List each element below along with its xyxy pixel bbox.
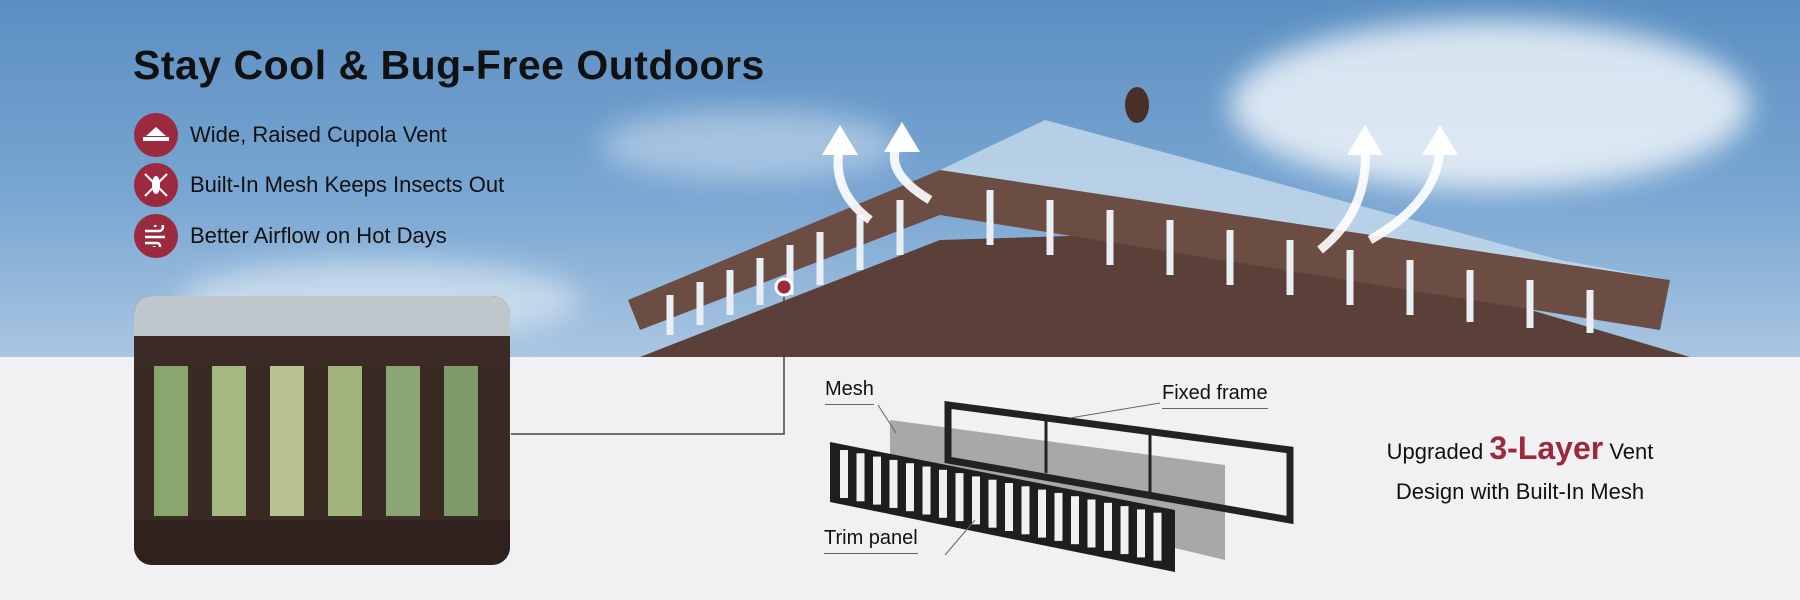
- trim-panel: [830, 442, 1175, 572]
- trim-slot: [889, 459, 898, 508]
- trim-slot: [922, 466, 931, 515]
- fixed-frame-label: Fixed frame: [1162, 382, 1268, 409]
- connector-line: [511, 287, 785, 435]
- tagline-prefix: Upgraded: [1386, 439, 1484, 464]
- tagline: Upgraded 3-Layer Vent Design with Built-…: [1330, 428, 1710, 512]
- airflow-icon: [134, 214, 178, 258]
- trim-slot: [1087, 499, 1096, 548]
- trim-slot: [906, 463, 914, 512]
- trim-slot: [1038, 489, 1046, 538]
- trim-slot: [1071, 496, 1079, 545]
- tagline-suffix: Vent: [1609, 439, 1654, 464]
- feature-item: Better Airflow on Hot Days: [134, 214, 447, 258]
- trim-slot: [1104, 502, 1112, 551]
- tagline-line2: Design with Built-In Mesh: [1395, 479, 1645, 504]
- trim-slot: [939, 469, 947, 518]
- fixed-frame: [944, 401, 1294, 525]
- mosquito-icon: [134, 163, 178, 207]
- feature-item: Wide, Raised Cupola Vent: [134, 113, 447, 157]
- tagline-highlight: 3-Layer: [1489, 430, 1604, 466]
- trim-slot: [1021, 486, 1030, 535]
- trim-slot: [840, 450, 848, 498]
- trim-panel-label: Trim panel: [824, 527, 918, 554]
- callout-dot: [774, 277, 794, 297]
- feature-label: Wide, Raised Cupola Vent: [190, 122, 447, 147]
- feature-item: Built-In Mesh Keeps Insects Out: [134, 163, 504, 207]
- trim-slot: [972, 476, 980, 525]
- trim-slot: [988, 479, 997, 528]
- trim-slot: [1005, 483, 1013, 531]
- trim-slot: [873, 456, 881, 505]
- trim-slot: [856, 453, 865, 502]
- trim-slot: [1054, 492, 1063, 541]
- feature-label: Better Airflow on Hot Days: [190, 223, 447, 248]
- trim-slot: [1137, 509, 1145, 558]
- mesh-label: Mesh: [825, 378, 874, 405]
- vent-slats: [666, 190, 1594, 335]
- trim-slot: [1120, 506, 1129, 555]
- vent-closeup-photo: [134, 296, 510, 565]
- feature-label: Built-In Mesh Keeps Insects Out: [190, 172, 505, 197]
- finial: [1125, 87, 1149, 123]
- cupola-icon: [134, 113, 178, 157]
- trim-slot: [955, 473, 964, 522]
- page-title: Stay Cool & Bug-Free Outdoors: [133, 42, 765, 88]
- trim-slot: [1153, 512, 1162, 561]
